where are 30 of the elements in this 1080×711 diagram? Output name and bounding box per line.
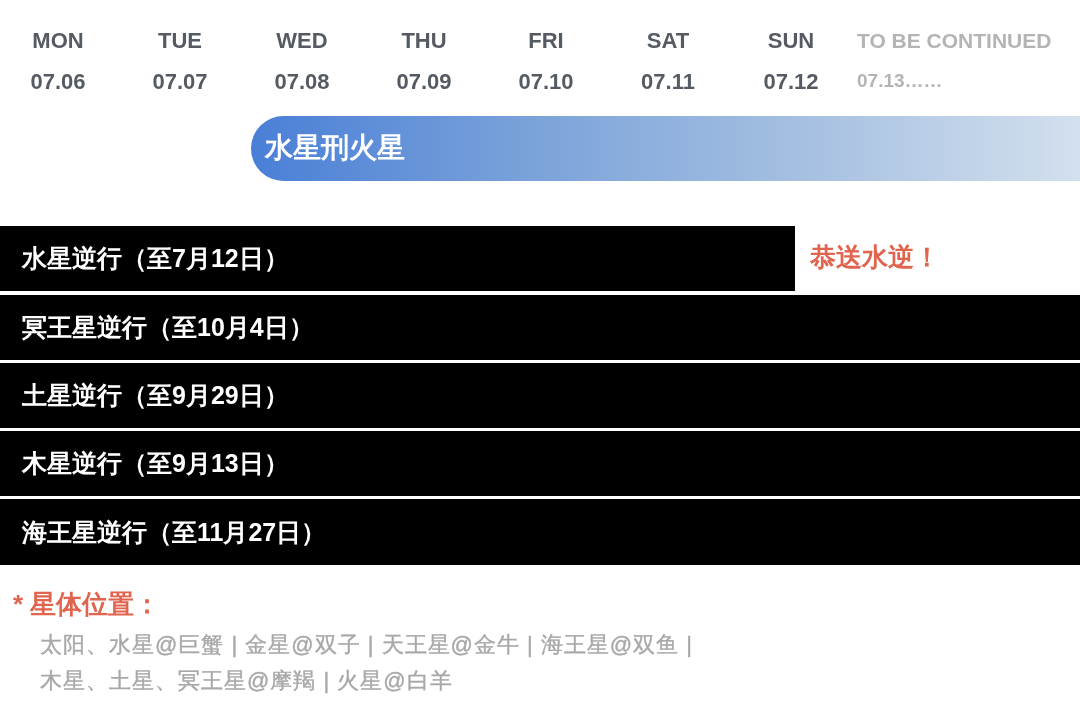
date-label: 07.13…… xyxy=(857,69,943,93)
retrograde-bar xyxy=(0,363,1080,428)
date-label: 07.06 xyxy=(30,68,86,96)
weekday-label: WED xyxy=(276,27,328,55)
date-label: 07.11 xyxy=(641,68,695,96)
continuation-label: TO BE CONTINUED xyxy=(857,28,1052,54)
weekday-label: TUE xyxy=(158,27,202,55)
weekday-label: THU xyxy=(401,27,447,55)
section-heading: * 星体位置： xyxy=(13,588,161,621)
date-label: 07.10 xyxy=(518,68,574,96)
weekday-label: MON xyxy=(32,27,84,55)
event-bar xyxy=(251,116,1080,181)
event-label: 海王星逆行（至11月27日） xyxy=(22,516,327,547)
weekday-label: FRI xyxy=(528,27,564,55)
event-label: 水星刑火星 xyxy=(265,131,405,165)
date-label: 07.07 xyxy=(152,68,208,96)
retrograde-bar xyxy=(0,431,1080,496)
retrograde-bar xyxy=(0,499,1080,565)
event-label: 木星逆行（至9月13日） xyxy=(22,448,289,478)
weekday-label: SAT xyxy=(646,27,690,55)
event-label: 水星逆行（至7月12日） xyxy=(22,243,289,273)
event-label: 冥王星逆行（至10月4日） xyxy=(22,312,314,342)
weekday-label: SUN xyxy=(767,27,815,55)
date-label: 07.09 xyxy=(396,68,452,96)
event-label: 土星逆行（至9月29日） xyxy=(22,380,289,410)
date-label: 07.12 xyxy=(763,68,819,96)
note-text: 恭送水逆！ xyxy=(810,241,940,274)
note-text: 太阳、水星@巨蟹 | 金星@双子 | 天王星@金牛 | 海王星@双鱼 | 木星、土星、冥王星@摩羯 | 火星@白羊 xyxy=(40,631,694,695)
retrograde-bar xyxy=(0,295,1080,360)
date-label: 07.08 xyxy=(274,68,330,96)
